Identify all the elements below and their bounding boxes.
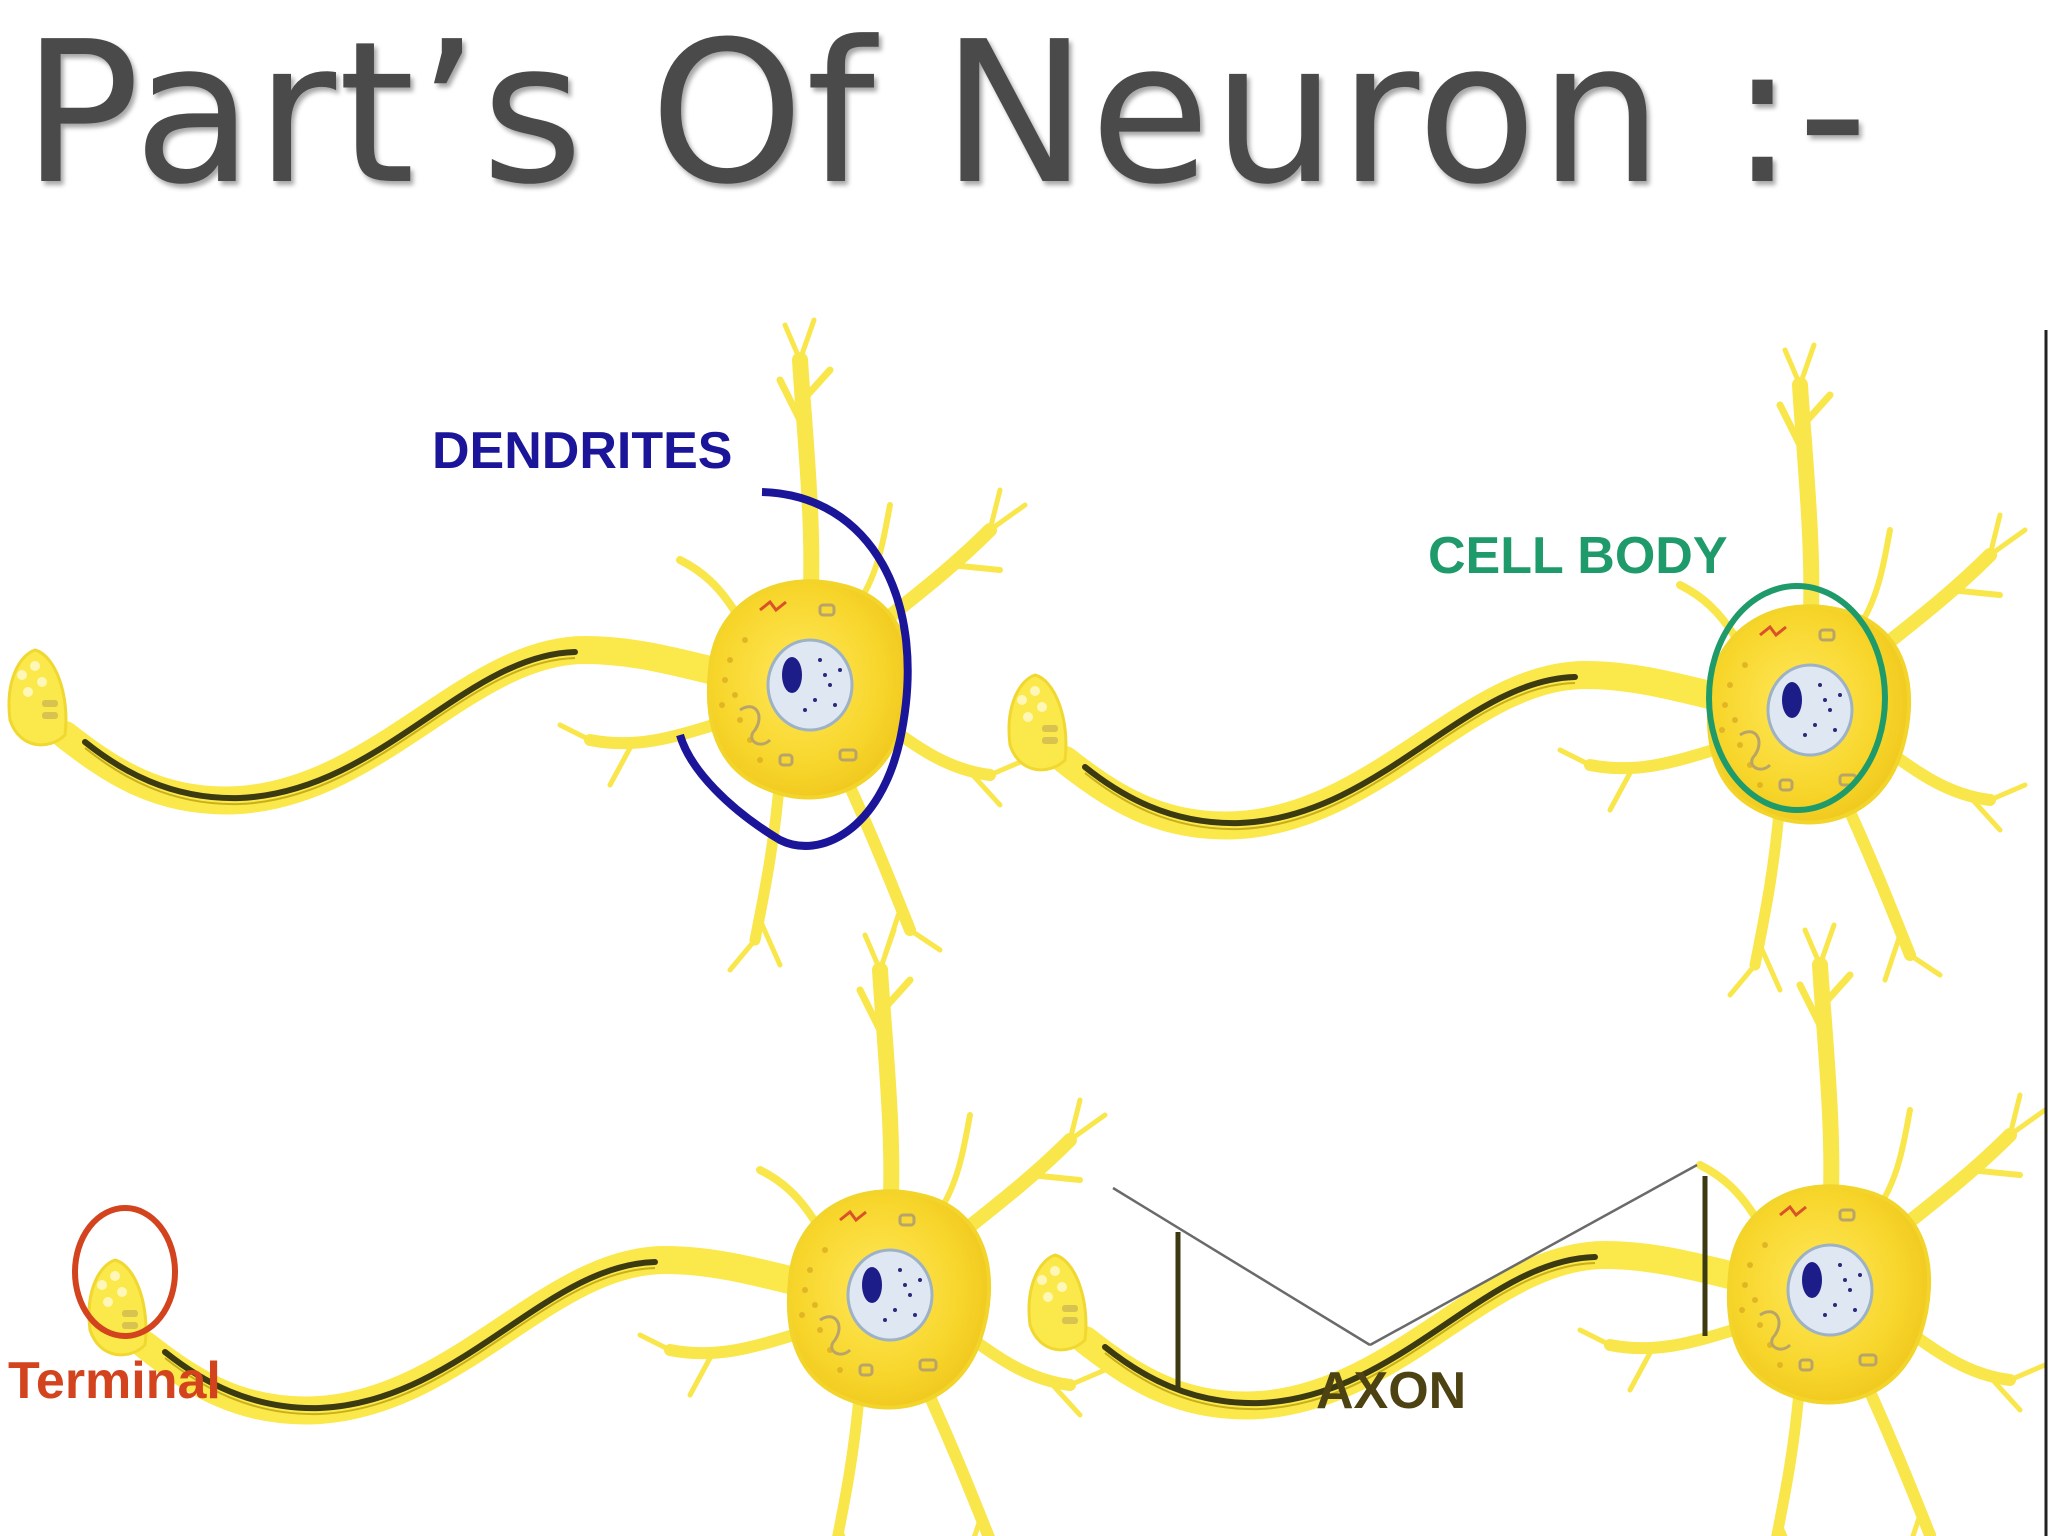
neuron-illustration xyxy=(89,930,1105,1536)
cell-body-highlight-ellipse xyxy=(1706,583,1888,813)
dendrites-label: DENDRITES xyxy=(432,422,732,480)
axon-indicator xyxy=(1112,1163,1708,1390)
axon-label: AXON xyxy=(1316,1362,1466,1420)
neuron-illustration xyxy=(1009,345,2025,995)
cell-body-label: CELL BODY xyxy=(1428,527,1728,585)
terminal-highlight-ellipse xyxy=(72,1205,178,1339)
terminal-label: Terminal xyxy=(8,1352,221,1410)
neuron-panel-terminal xyxy=(89,930,1105,1536)
neuron-illustration xyxy=(9,320,1025,970)
slide-title: Part’s Of Neuron :- xyxy=(22,0,1871,228)
dendrites-highlight-arc xyxy=(676,488,912,850)
neuron-panel-cell-body xyxy=(1009,345,2025,995)
neuron-panel-dendrites xyxy=(9,320,1025,970)
